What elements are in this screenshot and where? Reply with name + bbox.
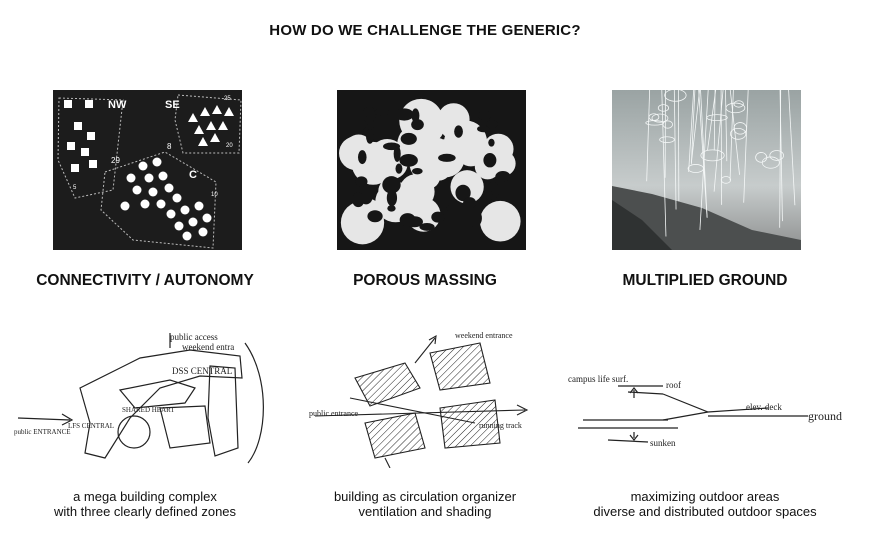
caption-line: maximizing outdoor areas [630, 489, 780, 504]
sketch-multiplied-ground: campus life surf. roof elev. deck ground… [568, 368, 868, 458]
zone-label-se: SE [165, 99, 180, 111]
caption-multiplied-ground: maximizing outdoor areas diverse and dis… [555, 489, 855, 519]
label-public-entrance-porous: public entrance [309, 409, 359, 418]
caption-connectivity: a mega building complex with three clear… [0, 489, 295, 519]
node-triangle [200, 107, 210, 116]
node-circle [194, 201, 204, 211]
node-label-10: 10 [211, 192, 218, 198]
node-triangle [206, 121, 216, 130]
node-circle [166, 209, 176, 219]
node-square [67, 142, 75, 150]
node-square [89, 160, 97, 168]
node-circle [188, 217, 198, 227]
label-shared-heart: SHARED HEART [122, 406, 175, 414]
sketch-connectivity: public access weekend entra DSS CENTRAL … [10, 328, 270, 468]
node-triangle [188, 113, 198, 122]
zone-label-c: C [189, 169, 197, 181]
node-triangle [218, 121, 228, 130]
page-title: HOW DO WE CHALLENGE THE GENERIC? [269, 22, 581, 39]
node-circle [126, 173, 136, 183]
node-circle [202, 213, 212, 223]
node-circle [140, 199, 150, 209]
node-label-8: 8 [167, 142, 172, 151]
node-label-25: 25 [224, 96, 231, 102]
label-lfs-central: LFS CENTRAL [68, 422, 114, 430]
node-triangle [194, 125, 204, 134]
node-circle [180, 205, 190, 215]
multiplied-ground-render [612, 90, 801, 250]
zone-label-nw: NW [108, 99, 127, 111]
label-ground: ground [808, 409, 842, 423]
node-circle [138, 161, 148, 171]
node-circle [172, 193, 182, 203]
node-circle [144, 173, 154, 183]
label-roof: roof [666, 380, 681, 390]
label-public-entrance: public ENTRANCE [14, 428, 71, 436]
node-circle [120, 201, 130, 211]
node-triangle [212, 105, 222, 114]
label-weekend-entry: weekend entra [182, 342, 234, 352]
heading-porous-massing: POROUS MASSING [353, 272, 497, 289]
label-elev-deck: elev. deck [746, 402, 782, 412]
node-square [87, 132, 95, 140]
sketch-porous-massing: weekend entrance public entrance running… [305, 328, 535, 468]
label-campus-life-surf: campus life surf. [568, 374, 628, 384]
node-circle [132, 185, 142, 195]
node-square [64, 100, 72, 108]
node-label-29: 29 [111, 156, 120, 165]
caption-line: building as circulation organizer [333, 489, 517, 504]
node-circle [174, 221, 184, 231]
node-circle [164, 183, 174, 193]
node-circle [152, 157, 162, 167]
node-square [71, 164, 79, 172]
caption-line: with three clearly defined zones [53, 504, 237, 519]
node-label-5: 5 [73, 185, 77, 191]
node-square [81, 148, 89, 156]
node-square [74, 122, 82, 130]
node-circle [182, 231, 192, 241]
node-triangle [210, 133, 220, 142]
label-running-track: running track [479, 421, 522, 430]
heading-multiplied-ground: MULTIPLIED GROUND [622, 272, 788, 289]
node-circle [156, 199, 166, 209]
label-sunken: sunken [650, 438, 676, 448]
node-triangle [198, 137, 208, 146]
node-circle [158, 171, 168, 181]
label-dss-central: DSS CENTRAL [172, 366, 232, 376]
caption-line: ventilation and shading [358, 504, 492, 519]
node-circle [148, 187, 158, 197]
node-label-20: 20 [226, 143, 233, 149]
porous-massing-render [337, 90, 526, 250]
heading-connectivity: CONNECTIVITY / AUTONOMY [36, 272, 254, 289]
caption-porous-massing: building as circulation organizer ventil… [275, 489, 575, 519]
node-circle [198, 227, 208, 237]
caption-line: a mega building complex [73, 489, 217, 504]
connectivity-diagram: NW SE C 29 8 5 25 20 10 [53, 90, 242, 250]
label-public-access: public access [170, 332, 218, 342]
label-weekend-entrance: weekend entrance [455, 331, 513, 340]
caption-line: diverse and distributed outdoor spaces [593, 504, 817, 519]
node-triangle [224, 107, 234, 116]
node-square [85, 100, 93, 108]
